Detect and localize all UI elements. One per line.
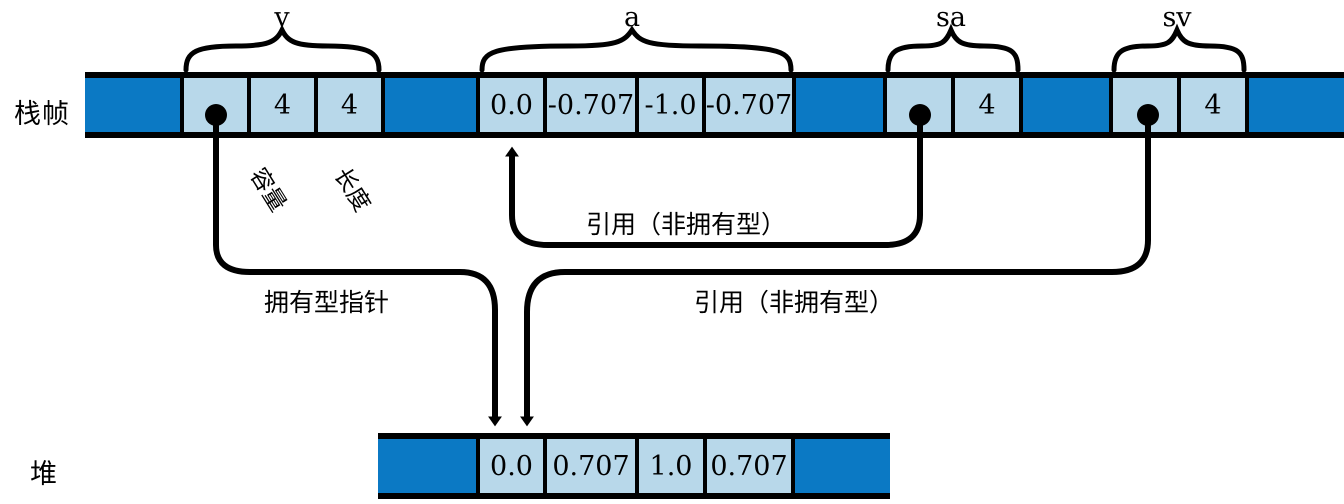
stack-value-a-2: -1.0 xyxy=(644,90,697,121)
stack-value-v-capacity: 4 xyxy=(273,90,292,121)
heap-value-3: 0.707 xyxy=(710,451,788,482)
heap-cell-filler xyxy=(378,435,478,497)
label-owning-pointer: 拥有型指针 xyxy=(264,288,390,317)
heap-cell-filler xyxy=(793,435,890,497)
stack-cell-a-3 xyxy=(702,72,796,138)
stack-cell-filler xyxy=(85,74,182,136)
stack-value-a-3: -0.707 xyxy=(705,90,793,121)
stack-value-v-length: 4 xyxy=(340,90,359,121)
heap-bar xyxy=(378,433,890,499)
stack-frame-row-label: 栈帧 xyxy=(14,99,70,130)
edge-sv-reference xyxy=(520,115,1151,427)
heap-cell-1 xyxy=(543,433,639,499)
heap-value-0: 0.0 xyxy=(490,451,533,482)
group-label-sa: sa xyxy=(936,2,966,33)
stack-cell-filler xyxy=(794,74,885,136)
stack-cell-filler xyxy=(383,74,478,136)
stack-value-a-1: -0.707 xyxy=(547,90,635,121)
edge-sa-reference xyxy=(505,115,923,248)
heap-value-2: 1.0 xyxy=(649,451,693,482)
edge-v-owning-pointer xyxy=(213,115,502,427)
brace-a xyxy=(479,25,794,73)
stack-frame-bar xyxy=(85,72,1344,138)
stack-cell-filler xyxy=(1247,74,1344,136)
group-label-sv: sv xyxy=(1162,2,1192,33)
heap-value-1: 0.707 xyxy=(552,451,630,482)
stack-value-sv-length: 4 xyxy=(1204,90,1222,121)
brace-v xyxy=(183,24,382,73)
stack-value-sa-length: 4 xyxy=(978,90,996,121)
heap-row-label: 堆 xyxy=(30,459,58,490)
stack-cell-filler xyxy=(1021,74,1111,136)
label-sa-reference: 引用（非拥有型） xyxy=(586,210,787,239)
brace-sv xyxy=(1111,23,1247,73)
group-label-a: a xyxy=(623,2,641,33)
label-sv-reference: 引用（非拥有型） xyxy=(694,288,895,317)
group-label-v: v xyxy=(274,2,290,33)
stack-value-a-0: 0.0 xyxy=(490,90,533,121)
brace-sa xyxy=(885,23,1021,73)
